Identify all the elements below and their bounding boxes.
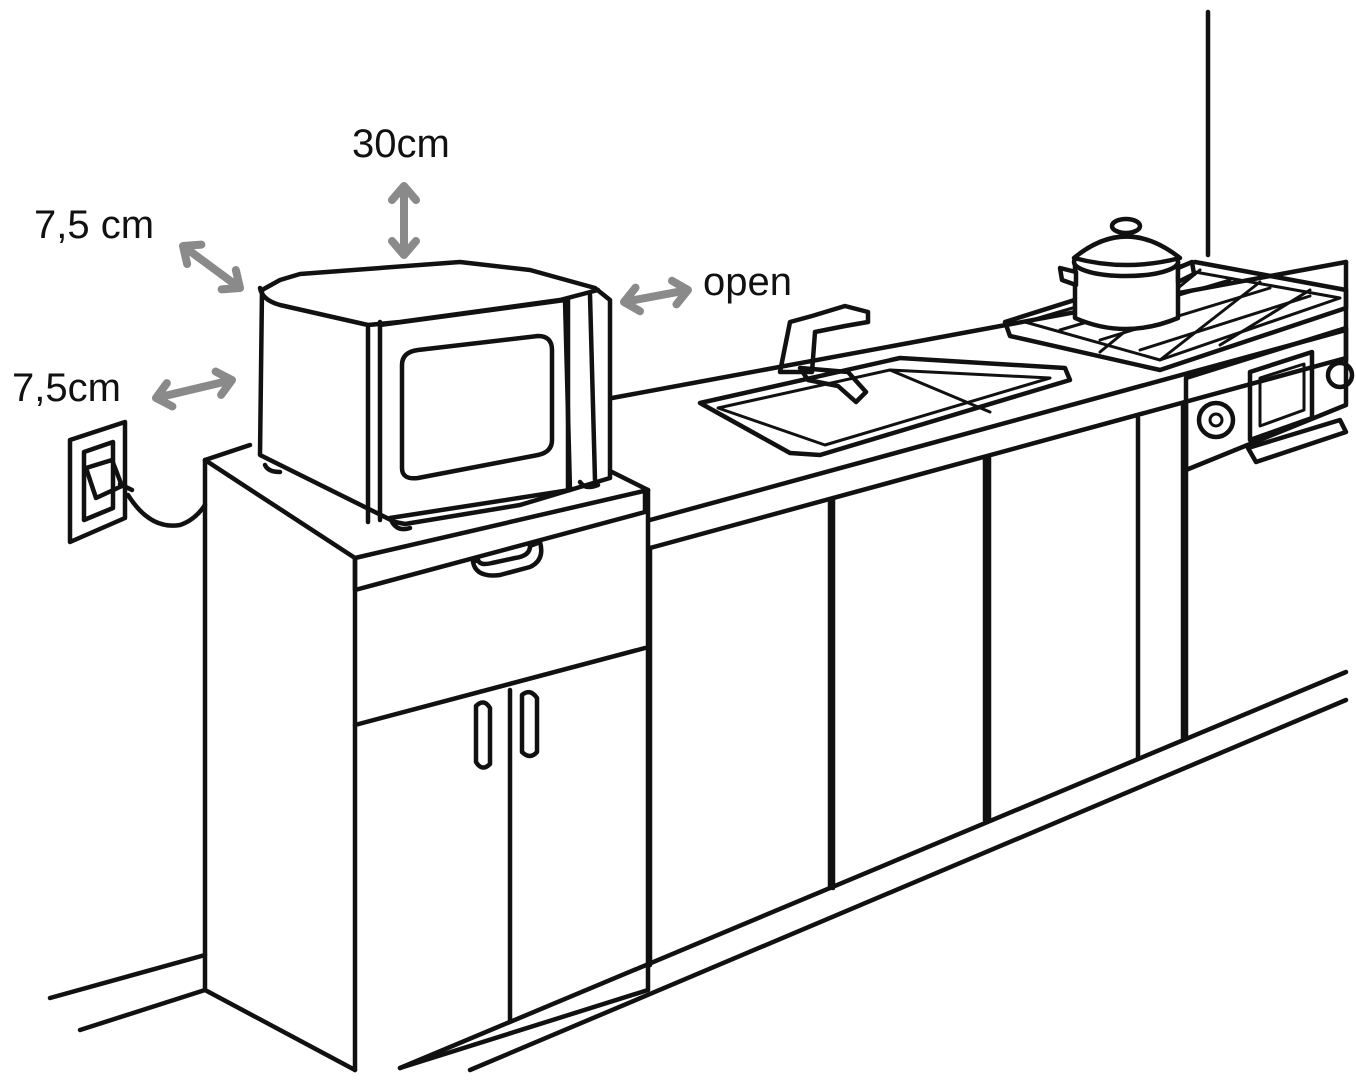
left-clearance-arrow <box>156 372 232 407</box>
right-clearance-label: open <box>703 262 792 302</box>
left-clearance-label: 7,5cm <box>12 368 121 408</box>
microwave-stand-cabinet <box>205 445 648 1070</box>
sink <box>700 306 1070 455</box>
microwave <box>260 262 610 529</box>
back-clearance-arrow <box>183 245 240 290</box>
kitchen-counter <box>612 262 1346 965</box>
cooking-pot <box>1060 219 1194 329</box>
back-clearance-label: 7,5 cm <box>34 205 154 245</box>
wall-socket <box>70 422 205 542</box>
top-clearance-label: 30cm <box>352 124 450 164</box>
top-clearance-arrow <box>392 186 416 255</box>
right-clearance-arrow <box>624 281 688 311</box>
